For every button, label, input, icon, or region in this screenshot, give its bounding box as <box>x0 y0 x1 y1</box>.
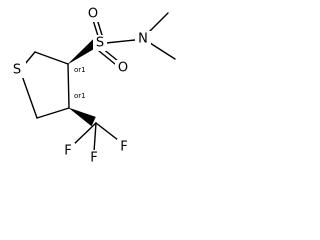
bond-s-n <box>105 39 136 44</box>
bond-c-f1 <box>95 122 119 141</box>
wedge-bond-c4-cf3 <box>68 107 96 127</box>
bond-c2-c3 <box>34 51 69 65</box>
atom-fluorine-right: F <box>120 140 127 155</box>
atom-fluorine-left: F <box>64 144 71 159</box>
bond-n-methyl-1 <box>147 12 169 34</box>
bond-c3-c4 <box>67 63 70 109</box>
atom-oxygen-bottom: O <box>118 61 128 76</box>
chemical-structure: S S O O N F F F or1 or1 <box>10 6 176 166</box>
atom-sulfonyl-sulfur: S <box>96 36 104 51</box>
atom-oxygen-top: O <box>88 7 98 22</box>
bond-c4-c5 <box>36 107 70 119</box>
atom-ring-sulfur: S <box>13 63 21 78</box>
atom-nitrogen: N <box>138 32 148 47</box>
bond-n-methyl-2 <box>149 42 176 60</box>
bond-s-o1-a <box>92 19 99 37</box>
bond-c-f2 <box>71 122 97 147</box>
stereo-label-c4: or1 <box>74 92 86 100</box>
atom-fluorine-bottom: F <box>90 151 97 166</box>
stereo-label-c3: or1 <box>74 66 86 74</box>
bond-c-f3 <box>93 122 97 153</box>
bond-s-o2-a <box>98 50 116 65</box>
